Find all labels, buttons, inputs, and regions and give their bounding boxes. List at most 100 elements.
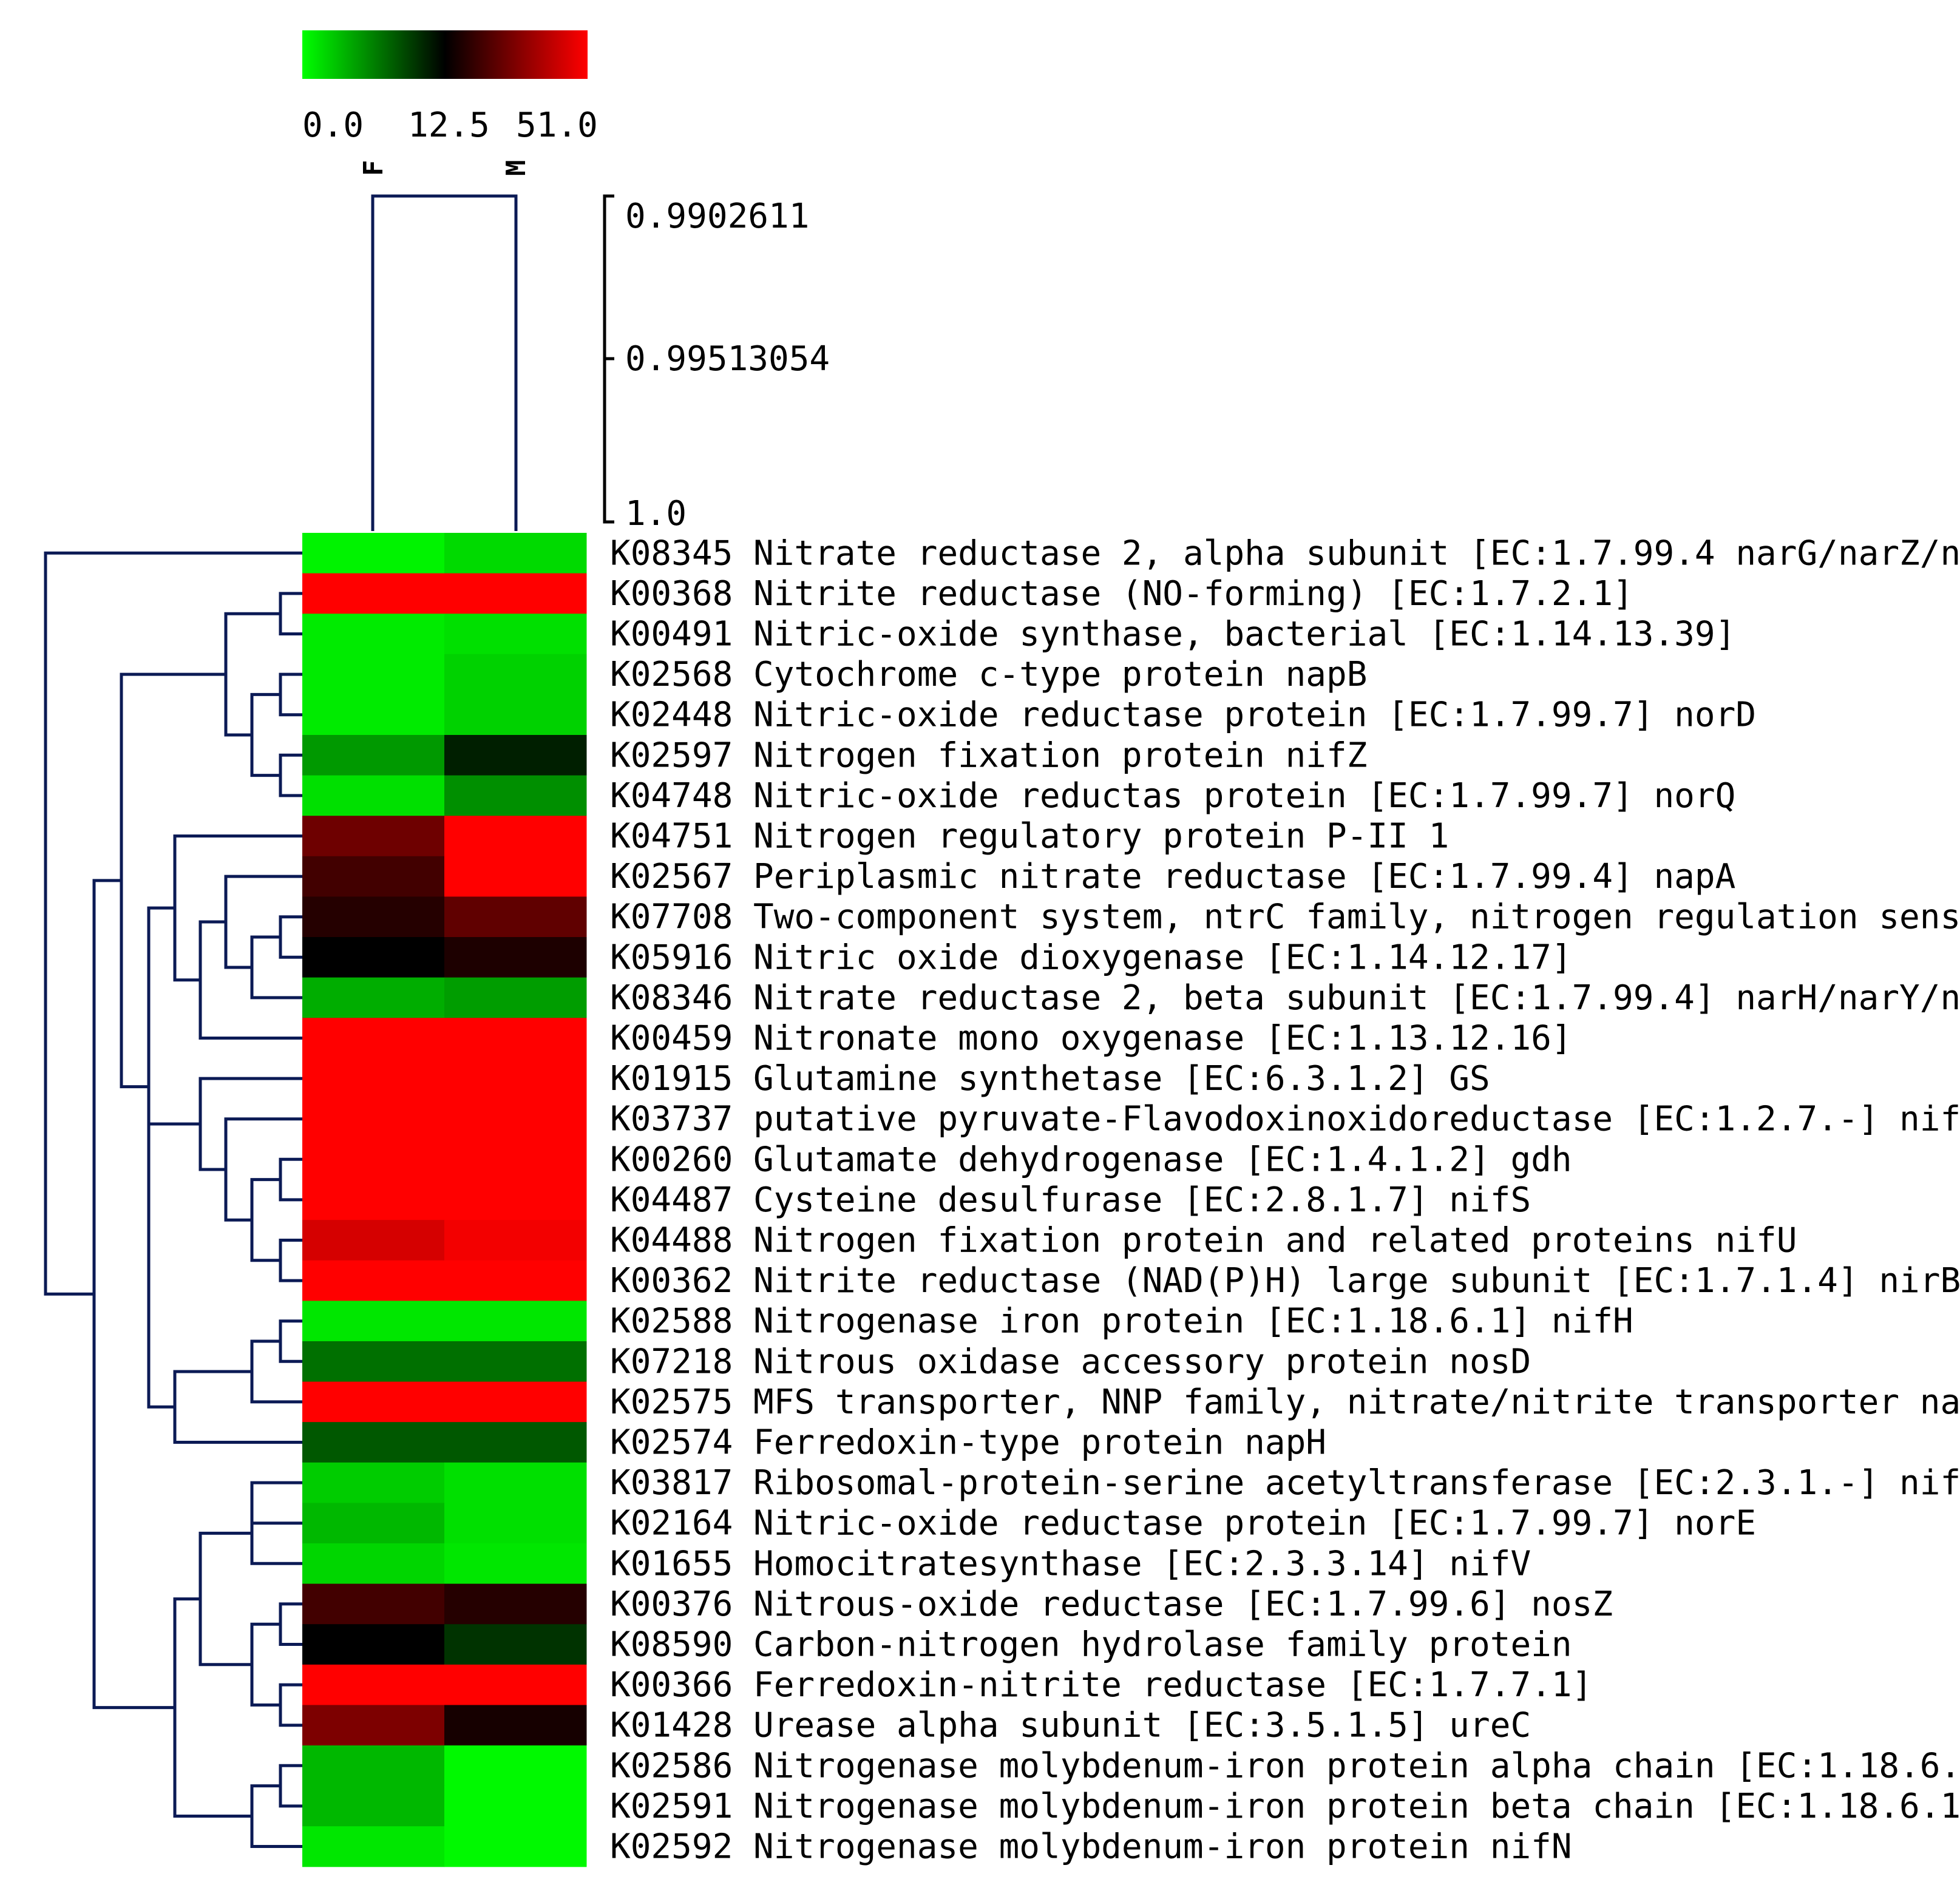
distance-tick-bottom: 1.0 [625, 494, 687, 533]
heatmap-cell-f-1 [302, 533, 445, 574]
row-dendrogram [44, 551, 302, 1848]
column-distance-scale: 0.9902611 0.99513054 1.0 [603, 194, 830, 533]
heatmap-cell-f-18 [302, 1220, 445, 1261]
row-dendrogram-branch [279, 1157, 302, 1202]
row-dendrogram-branch [279, 1764, 302, 1808]
color-scale-bar [302, 30, 588, 79]
row-dendrogram-branch [173, 1370, 302, 1444]
heatmap-cell-m-19 [444, 1260, 587, 1301]
scale-tick-max: 51.0 [516, 106, 598, 145]
row-label-2: K00368 Nitrite reductase (NO-forming) [E… [610, 574, 1633, 614]
row-dendrogram-branch [173, 1597, 252, 1818]
heatmap-cell-f-13 [302, 1018, 445, 1059]
row-label-23: K02574 Ferredoxin-type protein napH [610, 1423, 1326, 1463]
row-dendrogram-root [44, 551, 302, 1296]
row-label-15: K03737 putative pyruvate-Flavodoxinoxido… [610, 1100, 1960, 1139]
row-dendrogram-branch [250, 1178, 280, 1262]
row-dendrogram-branch [92, 879, 175, 1710]
row-label-29: K00366 Ferredoxin-nitrite reductase [EC:… [610, 1665, 1592, 1705]
row-dendrogram-branch [250, 692, 280, 777]
heatmap-cell-f-33 [302, 1826, 445, 1867]
row-label-25: K02164 Nitric-oxide reductase protein [E… [610, 1504, 1756, 1543]
color-scale-legend: 0.0 12.5 51.0 [302, 30, 598, 145]
row-dendrogram-branch [250, 1784, 302, 1848]
heatmap-cell-f-3 [302, 614, 445, 655]
row-label-6: K02597 Nitrogen fixation protein nifZ [610, 736, 1367, 775]
row-label-7: K04748 Nitric-oxide reductas protein [EC… [610, 776, 1735, 816]
heatmap-cell-m-27 [444, 1583, 587, 1625]
column-label-f: F [358, 160, 389, 177]
row-dendrogram-branch [198, 1077, 302, 1171]
heatmap-cell-f-14 [302, 1058, 445, 1099]
row-label-14: K01915 Glutamine synthetase [EC:6.3.1.2]… [610, 1059, 1490, 1098]
heatmap-cell-f-15 [302, 1098, 445, 1140]
heatmap-cell-f-4 [302, 654, 445, 695]
heatmap-cell-m-14 [444, 1058, 587, 1099]
row-label-3: K00491 Nitric-oxide synthase, bacterial … [610, 615, 1735, 654]
row-dendrogram-branch [198, 1531, 252, 1667]
scale-tick-min: 0.0 [302, 106, 364, 145]
heatmap-cell-m-9 [444, 856, 587, 897]
row-label-19: K00362 Nitrite reductase (NAD(P)H) large… [610, 1261, 1960, 1301]
heatmap-cell-f-9 [302, 856, 445, 897]
heatmap-cell-m-5 [444, 694, 587, 736]
row-label-27: K00376 Nitrous-oxide reductase [EC:1.7.9… [610, 1585, 1613, 1624]
row-dendrogram-branch [250, 1481, 302, 1525]
heatmap-cell-m-2 [444, 573, 587, 614]
heatmap-cell-m-32 [444, 1785, 587, 1827]
heatmap-cell-f-12 [302, 977, 445, 1018]
row-dendrogram-branch [224, 875, 302, 969]
heatmap-cell-f-23 [302, 1422, 445, 1463]
row-label-33: K02592 Nitrogenase molybdenum-iron prote… [610, 1827, 1572, 1867]
heatmap-cell-f-5 [302, 694, 445, 736]
heatmap-cell-m-22 [444, 1381, 587, 1423]
heatmap-cell-m-6 [444, 735, 587, 776]
heatmap-cell-m-23 [444, 1422, 587, 1463]
row-dendrogram-branch [279, 1239, 302, 1282]
row-dendrogram-branch [250, 1339, 302, 1404]
row-dendrogram-branch [147, 906, 175, 1266]
heatmap-cell-f-6 [302, 735, 445, 776]
heatmap-cell-f-30 [302, 1705, 445, 1746]
heatmap-cell-f-7 [302, 775, 445, 816]
heatmap-cell-m-33 [444, 1826, 587, 1867]
column-dendrogram-branch [371, 194, 518, 531]
heatmap-cell-f-11 [302, 937, 445, 978]
row-label-10: K07708 Two-component system, ntrC family… [610, 898, 1960, 937]
scale-tick-mid: 12.5 [408, 106, 490, 145]
distance-tick-top: 0.9902611 [625, 197, 809, 236]
row-label-31: K02586 Nitrogenase molybdenum-iron prote… [610, 1746, 1960, 1785]
row-label-4: K02568 Cytochrome c-type protein napB [610, 655, 1367, 694]
heatmap-cell-m-3 [444, 614, 587, 655]
row-dendrogram-branch [279, 1683, 302, 1727]
row-label-24: K03817 Ribosomal-protein-serine acetyltr… [610, 1463, 1960, 1503]
heatmap-cell-f-25 [302, 1503, 445, 1544]
row-label-26: K01655 Homocitratesynthase [EC:2.3.3.14]… [610, 1544, 1531, 1583]
row-dendrogram-branch [250, 1622, 280, 1707]
heatmap-cell-m-13 [444, 1018, 587, 1059]
heatmap-cell-m-30 [444, 1705, 587, 1746]
heatmap-cell-m-17 [444, 1179, 587, 1220]
row-label-20: K02588 Nitrogenase iron protein [EC:1.18… [610, 1302, 1633, 1341]
heatmap-cell-m-7 [444, 775, 587, 816]
row-dendrogram-branch [250, 935, 302, 1000]
row-labels: K08345 Nitrate reductase 2, alpha subuni… [610, 533, 1960, 1866]
row-label-12: K08346 Nitrate reductase 2, beta subunit… [610, 978, 1960, 1018]
row-dendrogram-branch [279, 915, 302, 959]
heatmap-cell-m-12 [444, 977, 587, 1018]
row-label-28: K08590 Carbon-nitrogen hydrolase family … [610, 1625, 1572, 1665]
row-label-21: K07218 Nitrous oxidase accessory protein… [610, 1342, 1531, 1381]
heatmap-cell-m-8 [444, 816, 587, 857]
heatmap-cell-f-21 [302, 1341, 445, 1383]
heatmap-cell-m-28 [444, 1624, 587, 1665]
heatmap-cell-m-25 [444, 1503, 587, 1544]
column-label-m: M [501, 160, 532, 177]
row-label-17: K04487 Cysteine desulfurase [EC:2.8.1.7]… [610, 1180, 1531, 1220]
row-label-9: K02567 Periplasmic nitrate reductase [EC… [610, 857, 1735, 896]
row-label-13: K00459 Nitronate mono oxygenase [EC:1.13… [610, 1019, 1572, 1058]
heatmap-cell-f-16 [302, 1139, 445, 1180]
row-label-22: K02575 MFS transporter, NNP family, nitr… [610, 1383, 1960, 1422]
row-dendrogram-branch [279, 1602, 302, 1646]
